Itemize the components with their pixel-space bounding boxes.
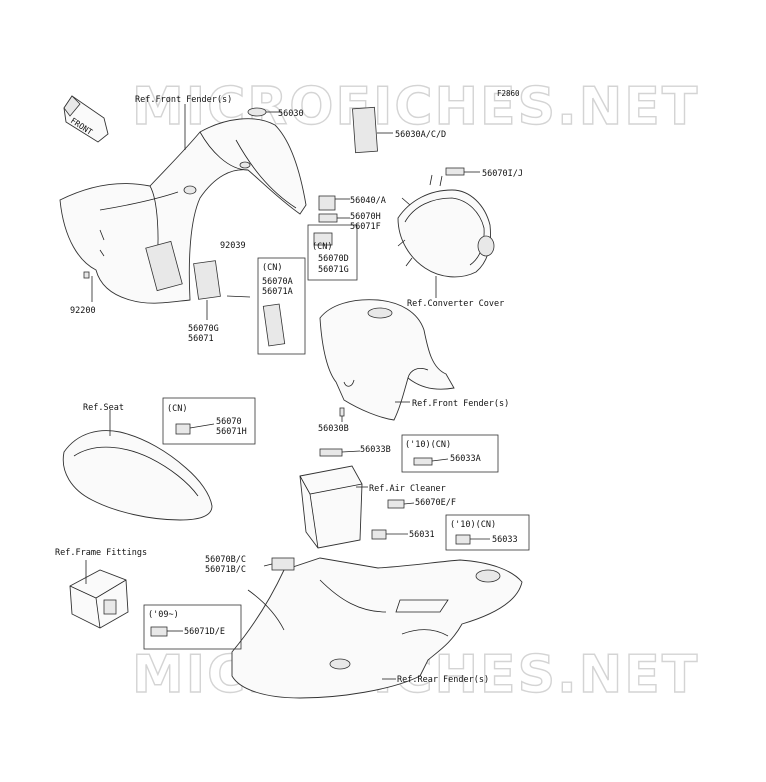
part-56040a: 56040/A <box>350 196 386 206</box>
part-56030: 56030 <box>278 109 304 119</box>
tag-cn1: (CN) <box>262 263 282 273</box>
ref-air-cleaner: Ref.Air Cleaner <box>369 484 446 494</box>
ref-front-fender-mid: Ref.Front Fender(s) <box>412 399 509 409</box>
part-56030acd: 56030A/C/D <box>395 130 446 140</box>
part-56070ij: 56070I/J <box>482 169 523 179</box>
group-box-09 <box>143 604 242 650</box>
seat-illustration <box>62 430 213 521</box>
label-56070ij-shape <box>445 167 465 176</box>
part-56070bc: 56070B/C <box>205 555 246 565</box>
group-box-cn10b <box>445 514 530 551</box>
part-92200: 92200 <box>70 306 96 316</box>
label-56030b-shape <box>339 407 345 417</box>
label-56033-shape <box>455 534 471 545</box>
label-56070-shape <box>175 423 191 435</box>
front-fender-inner-illustration <box>319 299 455 421</box>
label-56033a-shape <box>413 457 433 466</box>
part-56033: 56033 <box>492 535 518 545</box>
label-92039-shape <box>226 295 251 298</box>
front-arrow-icon: FRONT <box>63 95 109 143</box>
part-56070: 56070 <box>216 417 242 427</box>
group-box-cn3 <box>162 397 256 445</box>
tag-cn10a: ('10)(CN) <box>405 440 451 450</box>
label-56070ef-shape <box>387 499 405 509</box>
label-92200-shape <box>83 271 90 279</box>
part-56070h: 56070H <box>350 212 381 222</box>
part-56070d: 56070D <box>318 254 349 264</box>
ref-rear-fender: Ref.Rear Fender(s) <box>397 675 489 685</box>
ref-front-fender-top: Ref.Front Fender(s) <box>135 95 232 105</box>
frame-fittings-illustration <box>69 569 129 629</box>
label-56031-shape <box>371 529 387 540</box>
label-56070a-shape <box>262 303 286 347</box>
ref-seat: Ref.Seat <box>83 403 124 413</box>
part-56071de: 56071D/E <box>184 627 225 637</box>
front-fender-illustration <box>59 118 307 304</box>
part-56071bc: 56071B/C <box>205 565 246 575</box>
air-cleaner-illustration <box>299 465 363 549</box>
part-56033a: 56033A <box>450 454 481 464</box>
label-56033b-shape <box>319 448 343 457</box>
label-56070g-shape <box>193 260 221 300</box>
tag-cn10b: ('10)(CN) <box>450 520 496 530</box>
group-box-cn2 <box>307 224 358 281</box>
part-56030b: 56030B <box>318 424 349 434</box>
tag-09: ('09~) <box>148 610 179 620</box>
label-56070d-shape <box>313 232 333 246</box>
part-56031: 56031 <box>409 530 435 540</box>
label-56071de-shape <box>150 626 168 637</box>
part-56071a: 56071A <box>262 287 293 297</box>
ref-converter-cover: Ref.Converter Cover <box>407 299 504 309</box>
label-56040a-shape <box>318 195 336 211</box>
tag-cn3: (CN) <box>167 404 187 414</box>
label-56030acd-shape <box>352 106 378 154</box>
label-56030-shape <box>247 107 267 117</box>
tag-cn2: (CN) <box>312 242 332 252</box>
rear-fender-illustration <box>231 557 523 699</box>
part-56070a: 56070A <box>262 277 293 287</box>
part-56070ef: 56070E/F <box>415 498 456 508</box>
label-56070bc-shape <box>271 557 295 571</box>
part-92039: 92039 <box>220 241 246 251</box>
converter-cover-illustration <box>397 174 495 278</box>
label-56070h-shape <box>318 213 338 223</box>
part-56071: 56071 <box>188 334 214 344</box>
diagram-code: F2860 <box>497 89 520 98</box>
part-56070g: 56070G <box>188 324 219 334</box>
part-56033b: 56033B <box>360 445 391 455</box>
group-box-cn10a <box>401 434 499 473</box>
part-56071h: 56071H <box>216 427 247 437</box>
ref-frame-fittings: Ref.Frame Fittings <box>55 548 147 558</box>
leader-lines <box>85 104 490 680</box>
part-56071g: 56071G <box>318 265 349 275</box>
group-box-cn1 <box>257 257 306 355</box>
part-56071f: 56071F <box>350 222 381 232</box>
